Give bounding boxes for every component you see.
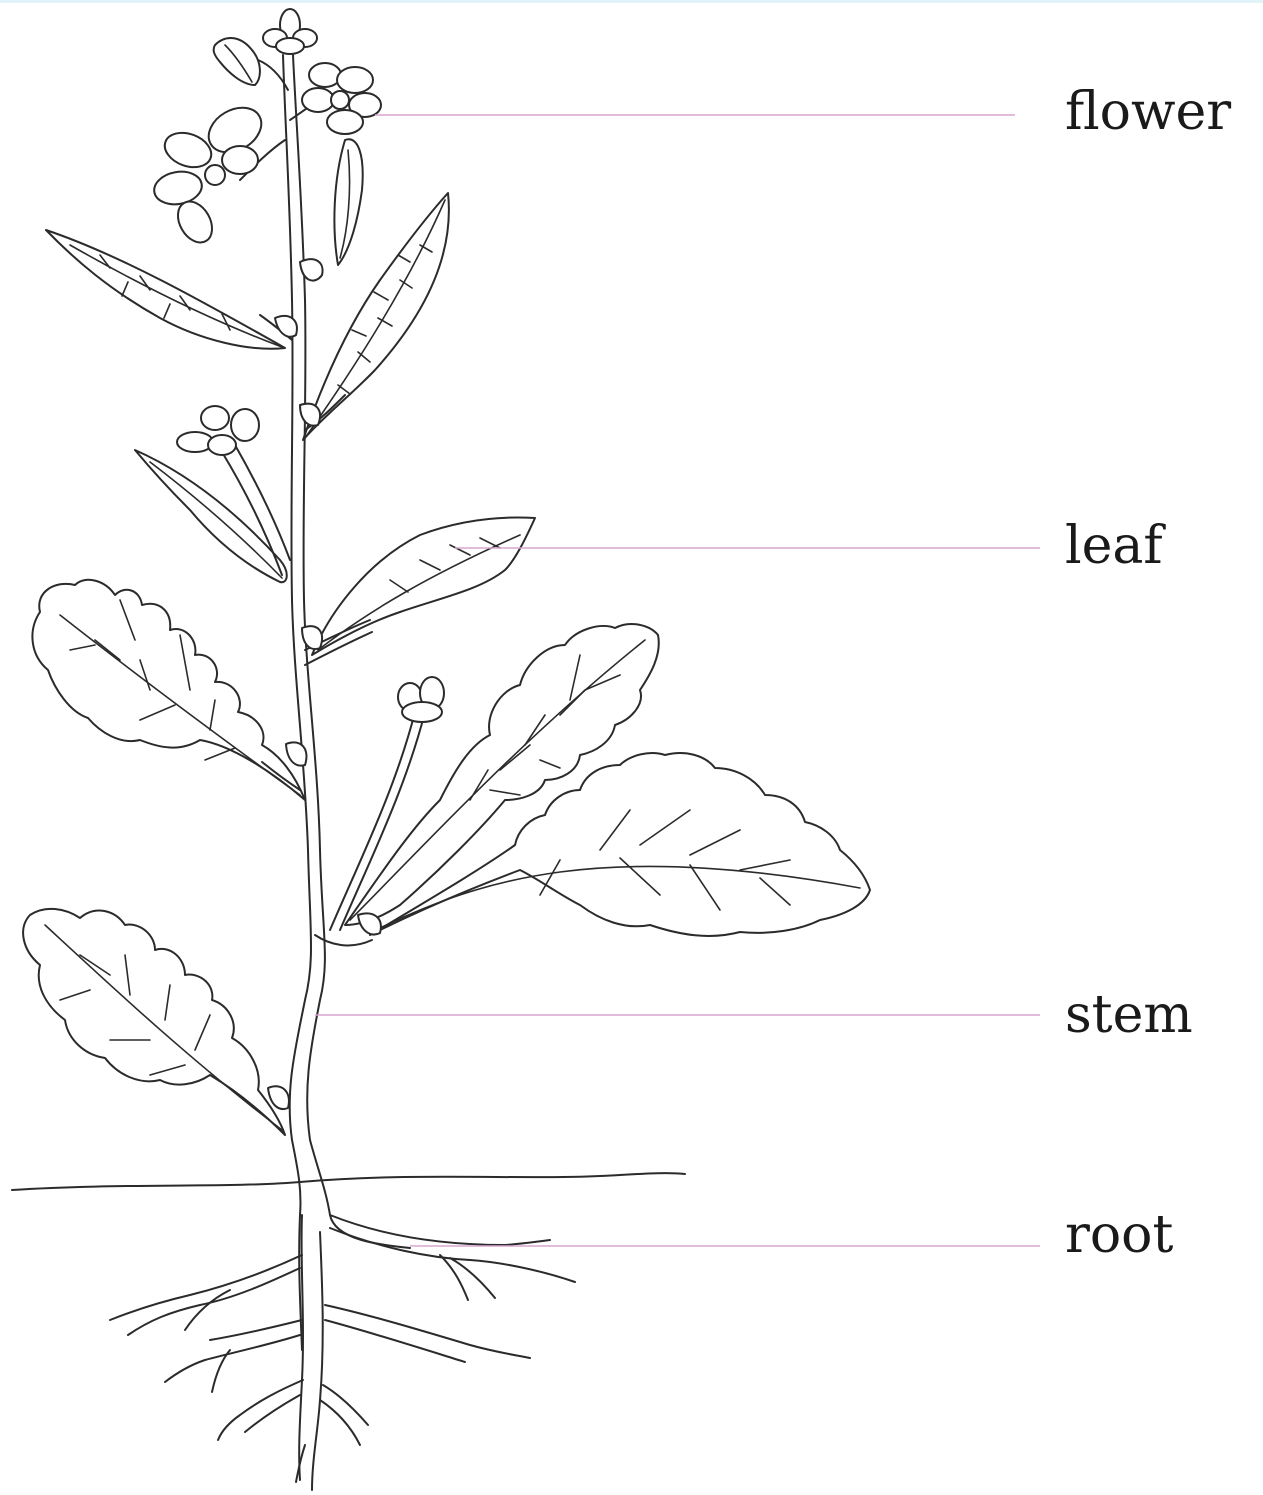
label-stem: stem [1065,985,1193,1045]
leaf-upper-left [46,230,285,349]
label-flower: flower [1065,82,1231,142]
label-root: root [1065,1205,1173,1265]
leaf-bottom-left [23,909,285,1135]
leaf-mid-right [312,518,535,655]
label-leaf: leaf [1065,516,1163,576]
leaf-upper-right [303,193,449,440]
flower-bud-top-left [214,38,260,85]
flower-cluster [152,9,444,722]
flower-bud-middle [398,677,444,722]
flower-large-left [152,99,270,249]
stem [222,55,425,1350]
roots [110,1215,575,1490]
flower-buds-middle-left [177,406,259,455]
flower-top [263,9,317,54]
flower-right [302,63,381,134]
leaf-left-lobed [32,580,305,800]
ground-line [12,1173,685,1190]
leaf-middle-left-slender [135,450,287,582]
